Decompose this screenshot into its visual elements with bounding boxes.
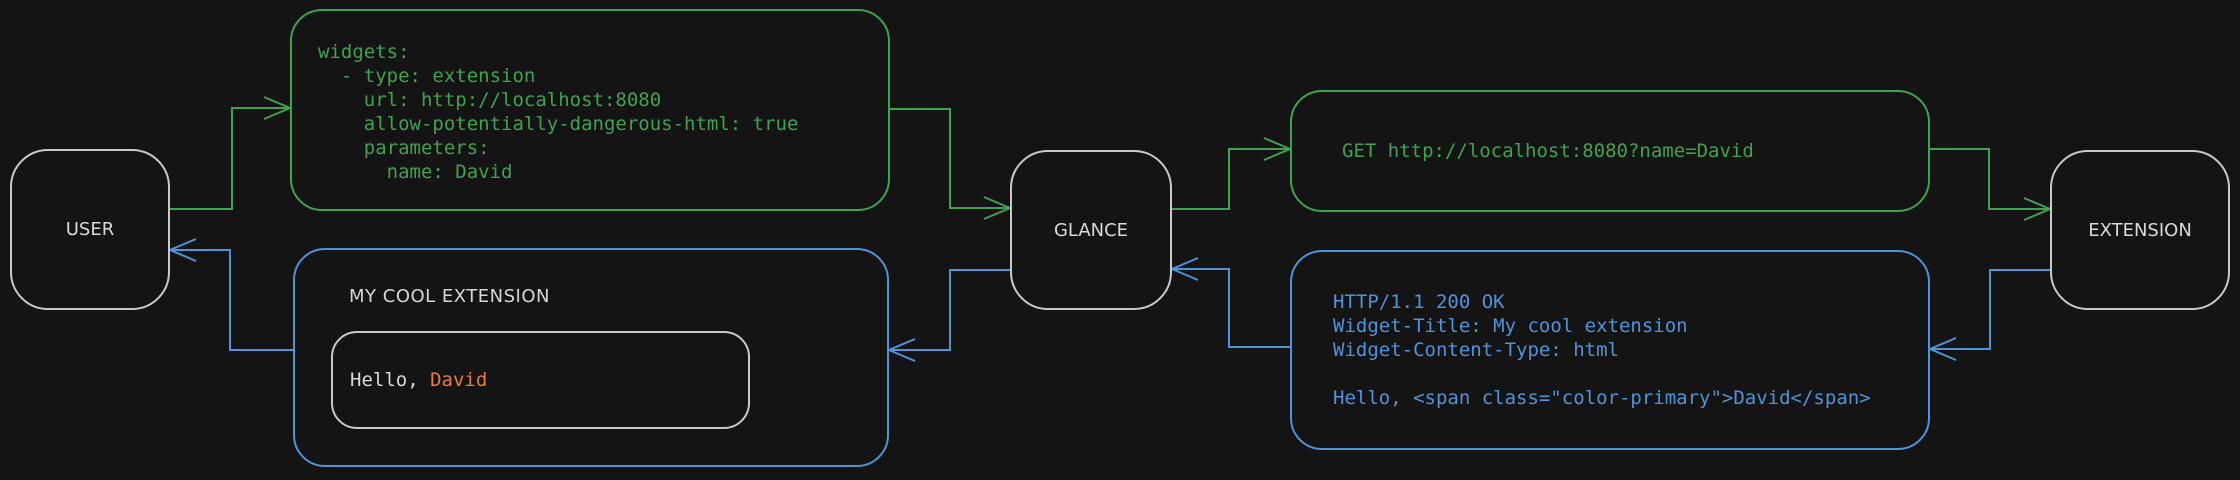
widget-title: MY COOL EXTENSION — [349, 286, 550, 307]
widget-preview-box: MY COOL EXTENSION Hello, David — [293, 248, 889, 467]
arrow-request-to-extension — [1930, 148, 2053, 221]
arrow-extension-to-response — [1927, 269, 2050, 361]
arrow-glance-to-request — [1172, 137, 1293, 210]
user-node: USER — [10, 149, 170, 310]
glance-node: GLANCE — [1010, 150, 1172, 310]
greeting-prefix: Hello, — [350, 369, 431, 391]
user-node-label: USER — [65, 219, 115, 240]
arrow-config-to-glance — [890, 108, 1013, 220]
http-request-box: GET http://localhost:8080?name=David — [1290, 90, 1930, 212]
http-response-code: HTTP/1.1 200 OK Widget-Title: My cool ex… — [1333, 291, 1871, 409]
glance-node-label: GLANCE — [1053, 219, 1129, 241]
extension-node: EXTENSION — [2050, 150, 2230, 310]
widget-greeting: Hello, David — [350, 369, 487, 391]
arrow-response-to-glance — [1169, 257, 1290, 348]
config-yaml-code: widgets: - type: extension url: http://l… — [318, 41, 799, 183]
config-yaml-box: widgets: - type: extension url: http://l… — [290, 9, 890, 211]
http-response-box: HTTP/1.1 200 OK Widget-Title: My cool ex… — [1290, 250, 1930, 450]
arrow-glance-to-widget — [886, 269, 1010, 362]
extension-node-label: EXTENSION — [2088, 219, 2192, 241]
arrow-widget-to-user — [167, 238, 293, 351]
greeting-name: David — [430, 369, 488, 391]
http-request-code: GET http://localhost:8080?name=David — [1342, 140, 1754, 162]
widget-preview-frame: Hello, David — [331, 331, 750, 429]
arrow-user-to-config — [170, 96, 293, 210]
